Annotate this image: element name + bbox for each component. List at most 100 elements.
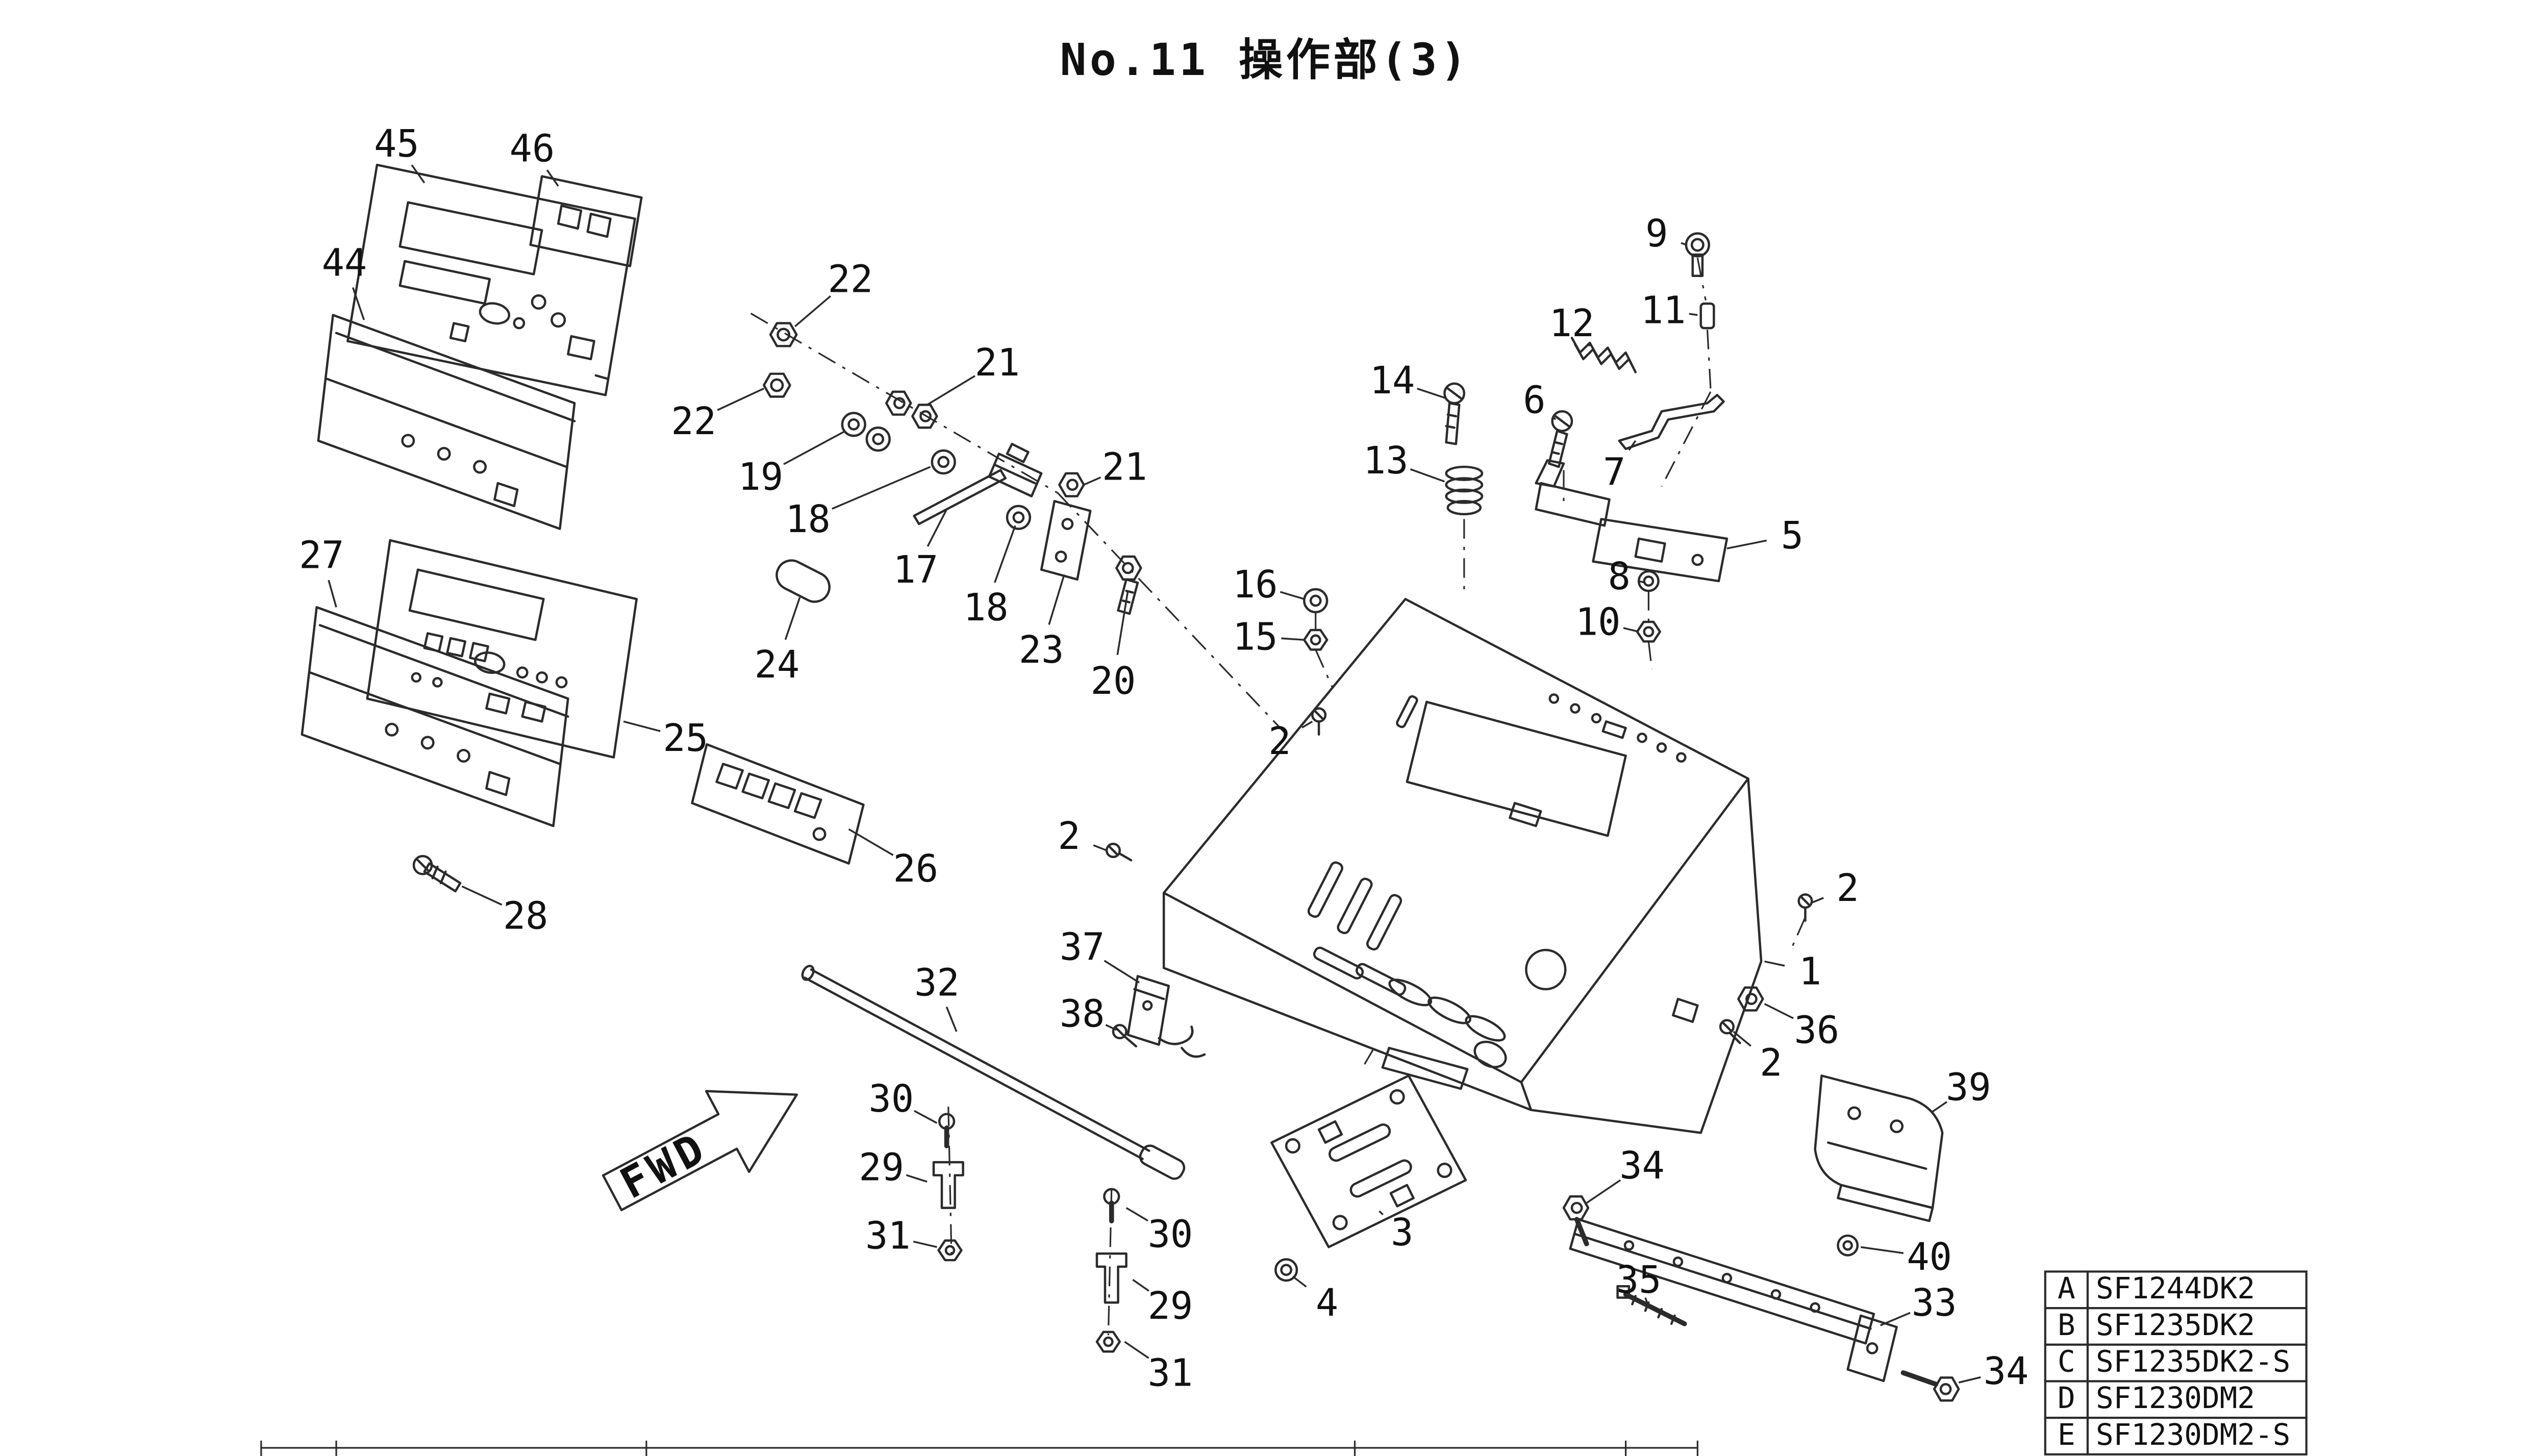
model-name-label: SF1230DM2 xyxy=(2096,1381,2255,1415)
callout-11: 11 xyxy=(1641,289,1686,333)
leader-line xyxy=(1417,388,1447,399)
callout-39: 39 xyxy=(1946,1066,1991,1109)
leader-line xyxy=(1811,897,1824,903)
leader-line xyxy=(994,525,1016,583)
part-fastener-cluster xyxy=(763,322,1142,615)
leader-line xyxy=(1301,720,1313,729)
callout-34: 34 xyxy=(1984,1350,2029,1393)
fwd-label: FWD xyxy=(612,1122,716,1209)
leader-line xyxy=(1124,1341,1149,1359)
leader-line xyxy=(926,375,975,406)
part-hardware-30-29-31 xyxy=(932,1113,1128,1353)
callout-45: 45 xyxy=(374,122,419,166)
callout-33: 33 xyxy=(1912,1282,1957,1325)
model-name-cell xyxy=(2086,1307,2308,1346)
leader-line xyxy=(848,828,894,856)
bottom-table-edge xyxy=(260,1440,1698,1456)
callout-28: 28 xyxy=(503,895,548,938)
callout-34: 34 xyxy=(1619,1144,1665,1188)
callout-17: 17 xyxy=(893,548,939,592)
callout-16: 16 xyxy=(1233,563,1278,607)
part-panel-45 xyxy=(346,163,636,396)
callout-9: 9 xyxy=(1645,212,1668,256)
callout-36: 36 xyxy=(1794,1009,1840,1052)
model-name-label: SF1244DK2 xyxy=(2096,1271,2255,1306)
model-code-label: B xyxy=(2058,1308,2075,1342)
callout-46: 46 xyxy=(510,128,555,171)
leader-line xyxy=(623,720,661,732)
callout-18: 18 xyxy=(785,498,831,541)
leader-line xyxy=(1880,1312,1911,1326)
leader-line xyxy=(1281,637,1305,641)
exploded-diagram-artwork: FWD xyxy=(260,163,1960,1456)
centerlines xyxy=(750,258,1806,1336)
leader-line xyxy=(1093,844,1107,851)
callout-32: 32 xyxy=(914,962,960,1005)
callout-20: 20 xyxy=(1091,660,1136,703)
leader-line xyxy=(1958,1376,1981,1384)
model-code-cell xyxy=(2044,1307,2089,1346)
callout-21: 21 xyxy=(975,341,1020,385)
callout-10: 10 xyxy=(1575,601,1621,644)
callout-22: 22 xyxy=(828,258,873,302)
part-rod-32 xyxy=(801,965,1186,1180)
callout-19: 19 xyxy=(738,456,784,499)
model-code-cell xyxy=(2044,1417,2089,1455)
callout-24: 24 xyxy=(755,643,800,687)
model-name-label: SF1235DK2 xyxy=(2096,1308,2255,1342)
model-name-label: SF1230DM2-S xyxy=(2096,1418,2290,1452)
callout-22: 22 xyxy=(671,400,716,443)
leader-line xyxy=(1733,1031,1751,1047)
leader-line xyxy=(1125,1207,1148,1222)
callout-35: 35 xyxy=(1616,1259,1662,1302)
callout-5: 5 xyxy=(1781,514,1803,558)
leader-line xyxy=(328,580,337,608)
leader-line xyxy=(1586,1179,1621,1204)
leader-line xyxy=(914,1110,938,1124)
callout-2: 2 xyxy=(1268,720,1291,763)
leader-line xyxy=(1105,1024,1117,1031)
model-code-label: D xyxy=(2058,1381,2075,1415)
leader-line xyxy=(1764,960,1785,967)
part-panel-44 xyxy=(317,314,576,530)
leader-line xyxy=(832,466,931,510)
model-code-label: C xyxy=(2058,1345,2075,1379)
part-plate-46 xyxy=(529,175,643,267)
callout-18: 18 xyxy=(963,586,1009,630)
leader-line xyxy=(352,287,365,320)
callout-4: 4 xyxy=(1316,1282,1338,1325)
part-screws-2 xyxy=(1105,707,1813,1044)
callout-40: 40 xyxy=(1907,1236,1952,1279)
part-bar-33 xyxy=(1562,1195,1960,1402)
callout-25: 25 xyxy=(663,717,708,760)
part-screw-28 xyxy=(412,855,462,893)
callout-3: 3 xyxy=(1391,1211,1413,1254)
leader-line xyxy=(1681,242,1687,246)
leader-line xyxy=(1292,1275,1307,1288)
leader-line xyxy=(906,1174,928,1183)
callout-30: 30 xyxy=(869,1077,914,1121)
model-code-label: E xyxy=(2058,1418,2075,1452)
callout-38: 38 xyxy=(1060,993,1105,1036)
leader-line xyxy=(1764,1003,1794,1019)
callout-2: 2 xyxy=(1837,867,1859,910)
leader-line xyxy=(1644,1297,1649,1305)
leader-line xyxy=(1048,574,1065,625)
callout-8: 8 xyxy=(1608,555,1631,598)
leader-line xyxy=(461,885,503,906)
callout-6: 6 xyxy=(1523,379,1545,422)
part-panel-25 xyxy=(366,539,638,759)
leader-line xyxy=(1623,627,1639,633)
model-code-label: A xyxy=(2058,1271,2075,1306)
leader-line xyxy=(913,1240,937,1248)
model-name-label: SF1235DK2-S xyxy=(2096,1345,2290,1379)
fwd-arrow: FWD xyxy=(602,1090,798,1212)
leader-line xyxy=(784,597,801,640)
callout-29: 29 xyxy=(1148,1285,1193,1328)
leader-line xyxy=(1689,313,1698,316)
part-strip-26 xyxy=(691,743,865,865)
callout-1: 1 xyxy=(1799,950,1821,993)
callout-27: 27 xyxy=(299,534,344,577)
